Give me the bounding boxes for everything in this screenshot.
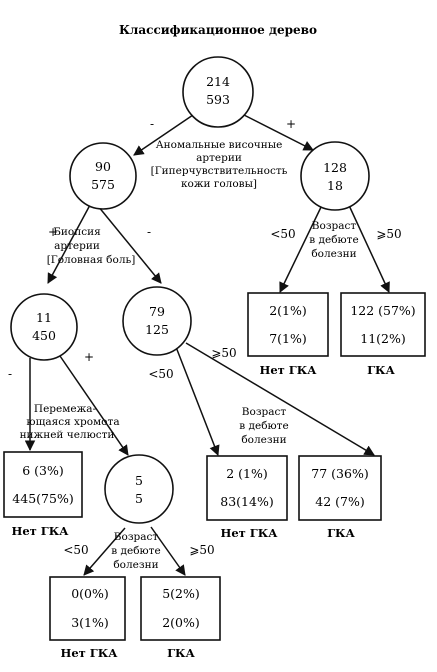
node-n5-bottom: 5 [135, 491, 143, 506]
sign-n79-lt50: <50 [148, 367, 173, 381]
node-n5-top: 5 [135, 473, 143, 488]
node-n5: 5 5 [104, 454, 174, 524]
class-label-l5b: ГКА [167, 646, 195, 660]
node-n90: 90 575 [69, 142, 137, 210]
sign-n90-minus: - [147, 225, 151, 239]
leaf-l79a: 2 (1%) 83(14%) [206, 455, 288, 521]
split-label-age-onset-n128-line-1: Возраст [312, 220, 357, 232]
edge-n128-to-l128a [279, 202, 324, 293]
split-label-age-onset-n79: Возраст в дебюте болезни [239, 406, 288, 446]
leaf-l128b-top: 122 (57%) [350, 303, 415, 318]
sign-n11-minus: - [8, 367, 12, 381]
sign-n90-plus: + [48, 225, 58, 239]
diagram-title: Классификационное дерево [119, 23, 317, 37]
split-label-age-onset-n128-line-2: в дебюте [309, 234, 358, 246]
edge-n90-to-n79 [97, 205, 162, 284]
leaf-l128b: 122 (57%) 11(2%) [340, 292, 426, 357]
sign-n11-plus: + [84, 350, 94, 364]
split-label-age-onset-n5-line-1: Возраст [114, 531, 159, 543]
split-label-age-onset-n79-line-3: болезни [241, 434, 286, 446]
split-label-age-onset-n5-line-3: болезни [113, 559, 158, 571]
leaf-l79b-bottom: 42 (7%) [315, 494, 364, 509]
leaf-l5b: 5(2%) 2(0%) [140, 576, 221, 641]
edge-root-to-n90 [133, 114, 194, 156]
leaf-l11-top: 6 (3%) [22, 463, 64, 478]
node-n90-top: 90 [95, 159, 111, 174]
split-label-claudication: Перемежа- ющаяся хромота нижней челюсти [20, 403, 120, 441]
node-root-bottom: 593 [206, 92, 230, 107]
split-label-temporal-arteries: Аномальные височные артерии [Гиперчувств… [151, 139, 288, 190]
leaf-l5a: 0(0%) 3(1%) [49, 576, 126, 641]
leaf-l128b-bottom: 11(2%) [360, 331, 406, 346]
sign-n128-ge50: ⩾50 [376, 227, 401, 241]
edge-n79-to-l79a [175, 346, 220, 456]
node-n79-bottom: 125 [145, 322, 169, 337]
sign-root-plus: + [286, 117, 296, 131]
split-label-temporal-arteries-line-1: Аномальные височные [156, 139, 283, 151]
leaf-l11: 6 (3%) 445(75%) [3, 451, 83, 518]
class-label-l5a: Нет ГКА [60, 646, 118, 660]
edge-n79-to-l79b [185, 342, 375, 456]
leaf-l11-bottom: 445(75%) [12, 491, 73, 506]
class-label-l79a: Нет ГКА [220, 526, 278, 540]
node-root: 214 593 [182, 56, 254, 128]
edge-n11-to-n5 [59, 355, 129, 456]
split-label-temporal-arteries-line-3: [Гиперчувствительность [151, 165, 288, 177]
node-n90-bottom: 575 [91, 177, 115, 192]
split-label-biopsy: Биопсия артерии [Головная боль] [47, 226, 136, 266]
node-n128: 128 18 [300, 141, 370, 211]
sign-n5-ge50: ⩾50 [189, 543, 214, 557]
node-n11-top: 11 [36, 310, 52, 325]
split-label-biopsy-line-2: артерии [54, 240, 100, 252]
split-label-claudication-line-3: нижней челюсти [20, 429, 115, 441]
node-n79-top: 79 [149, 304, 165, 319]
tree-edges [24, 114, 390, 576]
sign-root-minus: - [150, 117, 154, 131]
leaf-l5b-bottom: 2(0%) [162, 615, 200, 630]
edge-root-to-n128 [243, 114, 314, 151]
class-label-l11: Нет ГКА [11, 524, 69, 538]
node-n11-bottom: 450 [32, 328, 56, 343]
class-labels: Нет ГКА ГКА Нет ГКА Нет ГКА ГКА Нет ГКА … [11, 363, 395, 660]
leaf-l5b-top: 5(2%) [162, 586, 200, 601]
sign-n79-ge50: ⩾50 [211, 346, 236, 360]
split-label-age-onset-n79-line-2: в дебюте [239, 420, 288, 432]
edge-n90-to-n11 [47, 204, 91, 284]
leaf-l79a-bottom: 83(14%) [220, 494, 273, 509]
leaf-l5a-top: 0(0%) [71, 586, 109, 601]
class-label-l128b: ГКА [367, 363, 395, 377]
leaf-l128a-top: 2(1%) [269, 303, 307, 318]
node-root-top: 214 [206, 74, 230, 89]
class-label-l79b: ГКА [327, 526, 355, 540]
leaf-l128a: 2(1%) 7(1%) [247, 292, 329, 357]
edge-signs: - + + - <50 ⩾50 - + ⩾50 <50 <50 ⩾50 [8, 117, 402, 557]
node-n11: 11 450 [10, 293, 78, 361]
split-label-claudication-line-2: ющаяся хромота [26, 416, 119, 428]
edge-n128-to-l128b [346, 200, 390, 293]
split-label-temporal-arteries-line-2: артерии [196, 152, 242, 164]
edge-n5-to-l5b [150, 526, 186, 576]
node-n79: 79 125 [122, 286, 192, 356]
split-label-claudication-line-1: Перемежа- [34, 403, 97, 415]
node-n128-top: 128 [323, 160, 347, 175]
split-label-age-onset-n128-line-3: болезни [311, 248, 356, 260]
leaf-l79b: 77 (36%) 42 (7%) [298, 455, 382, 521]
sign-n128-lt50: <50 [270, 227, 295, 241]
sign-n5-lt50: <50 [63, 543, 88, 557]
split-label-age-onset-n79-line-1: Возраст [242, 406, 287, 418]
leaf-l79b-top: 77 (36%) [311, 466, 368, 481]
split-label-biopsy-line-3: [Головная боль] [47, 254, 136, 266]
leaf-l5a-bottom: 3(1%) [71, 615, 109, 630]
leaf-l128a-bottom: 7(1%) [269, 331, 307, 346]
split-label-age-onset-n128: Возраст в дебюте болезни [309, 220, 358, 260]
split-label-biopsy-line-1: Биопсия [53, 226, 101, 238]
leaf-l79a-top: 2 (1%) [226, 466, 268, 481]
node-n128-bottom: 18 [327, 178, 343, 193]
split-label-age-onset-n5-line-2: в дебюте [111, 545, 160, 557]
split-label-temporal-arteries-line-4: кожи головы] [181, 178, 257, 190]
class-label-l128a: Нет ГКА [259, 363, 317, 377]
split-label-age-onset-n5: Возраст в дебюте болезни [111, 531, 160, 571]
edge-n5-to-l5a [83, 527, 126, 576]
